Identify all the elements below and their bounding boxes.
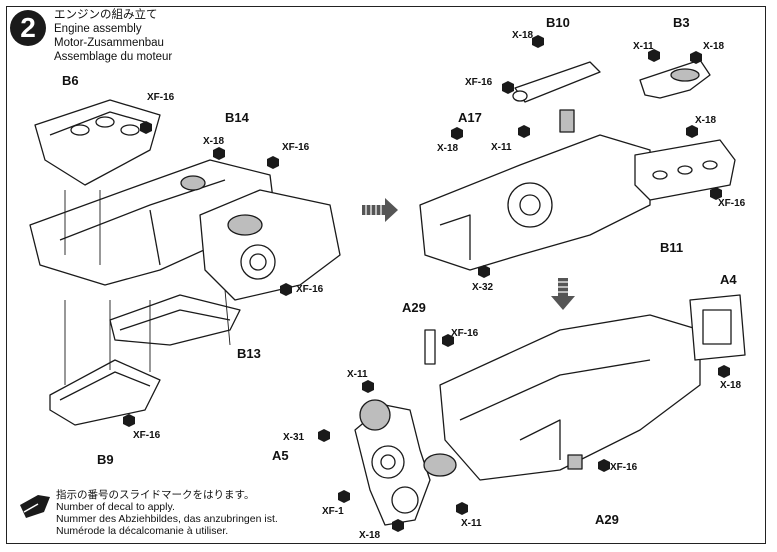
part-a29-upper-shape bbox=[424, 329, 436, 365]
paint-xf16-a29-lower: XF-16 bbox=[610, 462, 638, 473]
paint-x18-b11: X-18 bbox=[695, 115, 717, 126]
decal-legend: 指示の番号のスライドマークをはります。 Number of decal to a… bbox=[56, 489, 278, 537]
flow-arrow-down bbox=[551, 278, 575, 310]
paint-xf16-b6: XF-16 bbox=[147, 92, 175, 103]
paint-xf16-block: XF-16 bbox=[296, 284, 324, 295]
legend-en: Number of decal to apply. bbox=[56, 501, 175, 513]
paint-x18-bottom: X-18 bbox=[359, 530, 381, 541]
paint-x11-b3: X-11 bbox=[633, 41, 654, 52]
label-a17: A17 bbox=[458, 110, 482, 125]
title-jp: エンジンの組み立て bbox=[54, 9, 158, 21]
part-a29-lower-shape bbox=[567, 454, 583, 470]
paint-x18-b14: X-18 bbox=[203, 136, 225, 147]
paint-x31: X-31 bbox=[283, 432, 305, 443]
part-b6-shape bbox=[34, 99, 161, 186]
part-b10-shape bbox=[514, 61, 601, 103]
label-b14: B14 bbox=[225, 110, 249, 125]
flow-arrow-right bbox=[362, 198, 398, 222]
engine-assembly-bottom-shape bbox=[439, 314, 701, 481]
paint-x18-b10: X-18 bbox=[512, 30, 534, 41]
label-b9: B9 bbox=[97, 452, 114, 467]
step-number-badge: 2 bbox=[10, 10, 46, 46]
paint-xf16-b11: XF-16 bbox=[718, 198, 746, 209]
legend-jp: 指示の番号のスライドマークをはります。 bbox=[56, 489, 255, 501]
paint-xf1: XF-1 bbox=[322, 506, 344, 517]
title-de: Motor-Zusammenbau bbox=[54, 37, 164, 49]
label-b13: B13 bbox=[237, 346, 261, 361]
paint-x18-a17: X-18 bbox=[437, 143, 459, 154]
paint-x32: X-32 bbox=[472, 282, 494, 293]
paint-xf16-b10: XF-16 bbox=[465, 77, 493, 88]
paint-x18-b3: X-18 bbox=[703, 41, 725, 52]
decal-slide-icon bbox=[20, 495, 50, 518]
paint-x11-a17: X-11 bbox=[491, 142, 512, 153]
label-a29-upper: A29 bbox=[402, 300, 426, 315]
part-a17-shape bbox=[559, 109, 575, 133]
label-b10: B10 bbox=[546, 15, 570, 30]
paint-x11-a5: X-11 bbox=[347, 369, 368, 380]
step-title: エンジンの組み立て Engine assembly Motor-Zusammen… bbox=[54, 8, 172, 64]
label-a5: A5 bbox=[272, 448, 289, 463]
title-en: Engine assembly bbox=[54, 23, 142, 35]
legend-fr: Numérode la décalcomanie à utiliser. bbox=[56, 525, 229, 537]
paint-xf16-b14: XF-16 bbox=[282, 142, 310, 153]
paint-x18-a4: X-18 bbox=[720, 380, 742, 391]
paint-markers bbox=[123, 35, 730, 532]
paint-xf16-a29: XF-16 bbox=[451, 328, 479, 339]
label-a29-lower: A29 bbox=[595, 512, 619, 527]
paint-xf16-b9: XF-16 bbox=[133, 430, 161, 441]
label-a4: A4 bbox=[720, 272, 737, 287]
part-b9-shape bbox=[49, 359, 161, 426]
label-b3: B3 bbox=[673, 15, 690, 30]
legend-de: Nummer des Abziehbildes, das anzubringen… bbox=[56, 513, 278, 525]
title-fr: Assemblage du moteur bbox=[54, 51, 173, 63]
paint-x11-bottom: X-11 bbox=[461, 518, 482, 529]
label-b6: B6 bbox=[62, 73, 79, 88]
label-b11: B11 bbox=[660, 240, 684, 255]
part-b13-shape bbox=[109, 294, 241, 346]
